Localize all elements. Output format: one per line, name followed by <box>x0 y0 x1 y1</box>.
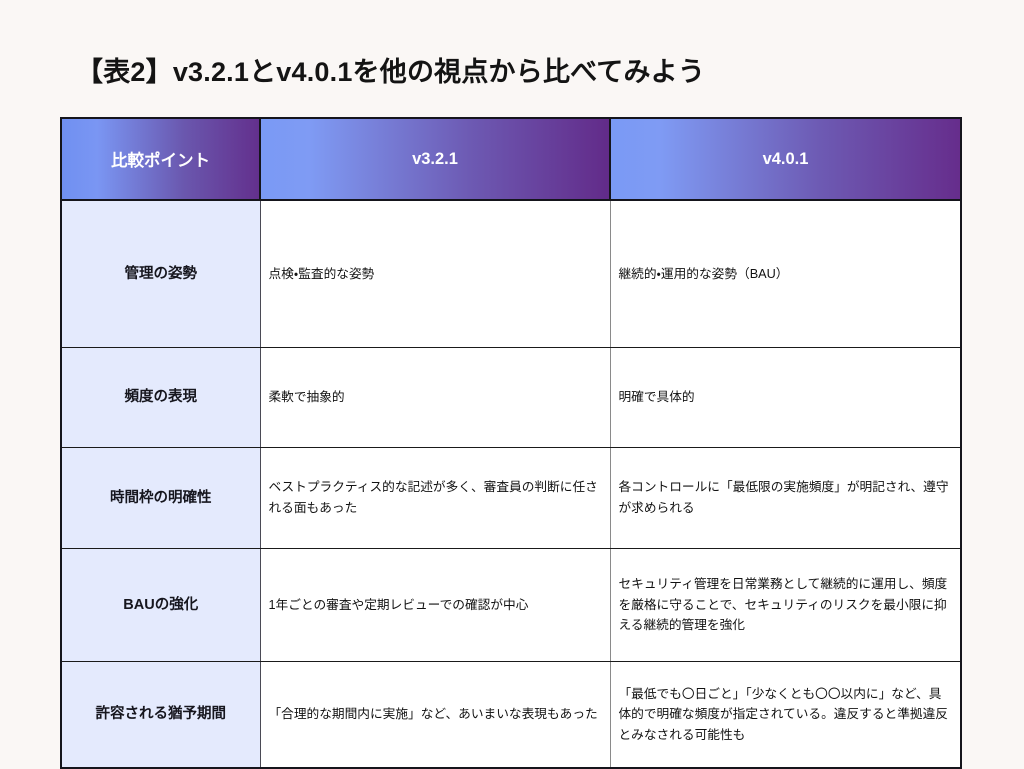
table-row: 管理の姿勢 点検・監査的な姿勢 継続的・運用的な姿勢（BAU） <box>61 199 961 348</box>
page-title: 【表2】v3.2.1とv4.0.1を他の視点から比べてみよう <box>76 57 706 87</box>
cell-v4-bau-reinforcement: セキュリティ管理を日常業務として継続的に運用し、頻度を厳格に守ることで、セキュリ… <box>610 548 961 662</box>
table-header-row: 比較ポイント v3.2.1 v4.0.1 <box>61 118 961 201</box>
table-header: 比較ポイント v3.2.1 v4.0.1 <box>61 118 961 201</box>
cell-v3-grace-period: 「合理的な期間内に実施」など、あいまいな表現もあった <box>260 661 611 769</box>
column-header-v4: v4.0.1 <box>610 118 961 201</box>
row-label-bau-reinforcement: BAUの強化 <box>61 548 261 662</box>
table-row: 許容される猶予期間 「合理的な期間内に実施」など、あいまいな表現もあった 「最低… <box>61 661 961 769</box>
cell-v3-timeframe-clarity: ベストプラクティス的な記述が多く、審査員の判断に任される面もあった <box>260 447 611 549</box>
row-label-frequency-expression: 頻度の表現 <box>61 347 261 448</box>
table-row: 時間枠の明確性 ベストプラクティス的な記述が多く、審査員の判断に任される面もあっ… <box>61 447 961 549</box>
row-label-timeframe-clarity: 時間枠の明確性 <box>61 447 261 549</box>
cell-v3-bau-reinforcement: 1年ごとの審査や定期レビューでの確認が中心 <box>260 548 611 662</box>
column-header-point: 比較ポイント <box>61 118 261 201</box>
cell-v3-management-posture: 点検・監査的な姿勢 <box>260 199 611 348</box>
column-header-v3: v3.2.1 <box>260 118 611 201</box>
cell-v4-management-posture: 継続的・運用的な姿勢（BAU） <box>610 199 961 348</box>
cell-v4-grace-period: 「最低でも〇日ごと」「少なくとも〇〇以内に」など、具体的で明確な頻度が指定されて… <box>610 661 961 769</box>
comparison-table: 比較ポイント v3.2.1 v4.0.1 管理の姿勢 点検・監査的な姿勢 継続的… <box>60 117 962 769</box>
comparison-table-container: 比較ポイント v3.2.1 v4.0.1 管理の姿勢 点検・監査的な姿勢 継続的… <box>60 117 962 769</box>
table-row: 頻度の表現 柔軟で抽象的 明確で具体的 <box>61 347 961 448</box>
cell-v3-frequency-expression: 柔軟で抽象的 <box>260 347 611 448</box>
cell-v4-frequency-expression: 明確で具体的 <box>610 347 961 448</box>
cell-v4-timeframe-clarity: 各コントロールに「最低限の実施頻度」が明記され、遵守が求められる <box>610 447 961 549</box>
table-body: 管理の姿勢 点検・監査的な姿勢 継続的・運用的な姿勢（BAU） 頻度の表現 柔軟… <box>61 199 961 769</box>
table-row: BAUの強化 1年ごとの審査や定期レビューでの確認が中心 セキュリティ管理を日常… <box>61 548 961 662</box>
row-label-grace-period: 許容される猶予期間 <box>61 661 261 769</box>
row-label-management-posture: 管理の姿勢 <box>61 199 261 348</box>
